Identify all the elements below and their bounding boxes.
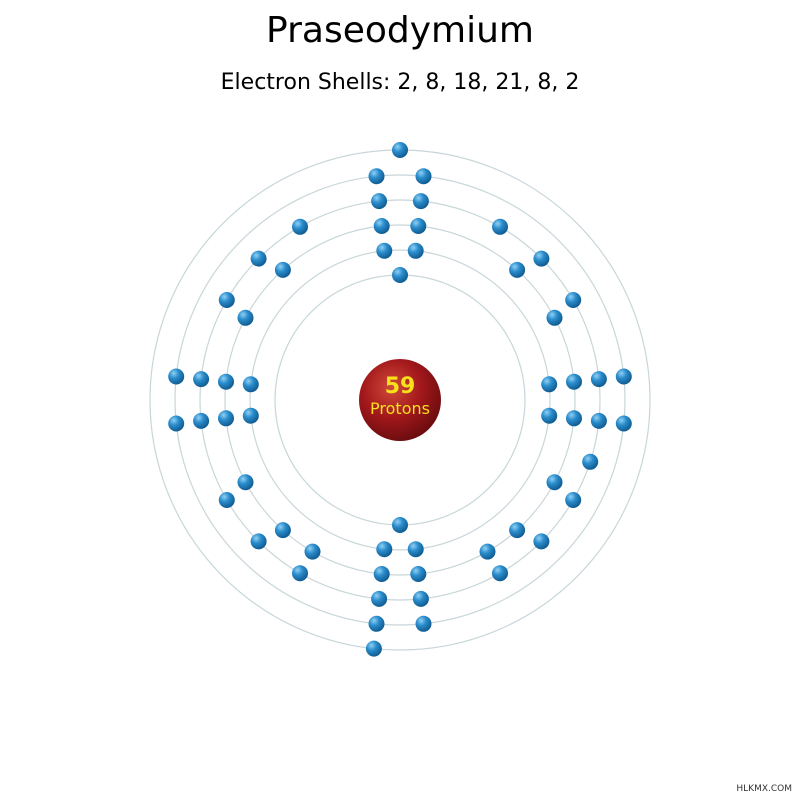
electron-shell-4-1 [412, 193, 429, 210]
electron-shell-4-10 [250, 250, 267, 267]
electron-shell-4-11 [533, 533, 550, 550]
electron-shell-1-1 [392, 267, 408, 283]
electron-shell-3-12 [274, 522, 291, 539]
electron-shell-2-6 [541, 376, 558, 393]
electron-shell-6-1 [392, 142, 408, 158]
shell-ring-2 [249, 249, 551, 551]
electron-shell-4-12 [250, 533, 267, 550]
electron-shell-6-2 [365, 640, 382, 657]
electron-shell-5-7 [168, 415, 185, 432]
electron-shell-3-10 [274, 261, 291, 278]
electron-shell-4-8 [193, 371, 210, 388]
proton-count: 59 [385, 374, 416, 399]
electron-shell-3-9 [509, 261, 526, 278]
electron-shell-5-2 [368, 168, 385, 185]
electron-shell-4-7 [193, 412, 210, 429]
electron-shell-2-7 [242, 407, 259, 424]
shell-ring-3 [224, 224, 576, 576]
electron-shell-3-1 [410, 218, 427, 234]
electron-shell-3-15 [546, 309, 563, 326]
electron-shell-3-18 [304, 543, 321, 560]
shell-ring-5 [174, 174, 626, 626]
electron-shell-5-5 [615, 415, 632, 432]
electron-shell-4-21 [582, 453, 599, 470]
electron-shells-subtitle: Electron Shells: 2, 8, 18, 21, 8, 2 [220, 70, 580, 95]
electron-shell-3-4 [373, 566, 390, 582]
electron-shell-4-20 [292, 565, 308, 582]
electron-shell-4-18 [292, 218, 308, 235]
electron-shell-2-4 [376, 541, 393, 558]
electron-shell-4-19 [492, 565, 508, 582]
electron-shell-4-5 [590, 412, 607, 429]
electron-shell-2-5 [541, 407, 558, 424]
electron-shell-2-3 [407, 541, 424, 558]
electron-shell-5-3 [415, 615, 432, 632]
element-title: Praseodymium [266, 10, 534, 51]
electron-shell-3-8 [218, 373, 234, 390]
electron-shell-3-7 [218, 410, 234, 427]
electron-shell-3-17 [479, 543, 496, 560]
electron-shell-4-4 [371, 590, 388, 607]
electron-shell-4-9 [533, 250, 550, 267]
nucleus: 59 Protons [359, 359, 441, 441]
shell-ring-4 [199, 199, 601, 601]
proton-label: Protons [370, 399, 430, 418]
electron-shell-4-13 [565, 492, 582, 508]
electron-shell-4-16 [218, 292, 235, 308]
electron-shell-3-16 [237, 309, 254, 326]
electron-shell-1-2 [392, 517, 408, 533]
electron-shell-5-6 [615, 368, 632, 385]
electron-shell-5-4 [368, 615, 385, 632]
electron-shell-4-14 [218, 492, 235, 508]
nucleus-circle [359, 359, 441, 441]
electron-shell-2-2 [376, 242, 393, 259]
electron-shell-3-2 [373, 218, 390, 234]
electron-shell-4-6 [590, 371, 607, 388]
electron-shell-5-1 [415, 168, 432, 185]
electron-shell-3-5 [566, 410, 582, 427]
electron-shell-5-8 [168, 368, 185, 385]
electron-shell-2-1 [407, 242, 424, 259]
electron-shell-2-8 [242, 376, 259, 393]
electron-shell-4-3 [412, 590, 429, 607]
electron-shell-4-17 [492, 218, 508, 235]
electron-shell-3-6 [566, 373, 582, 390]
electron-shell-3-13 [546, 474, 563, 491]
electrons [168, 142, 632, 657]
electron-shell-3-3 [410, 566, 427, 582]
electron-shell-4-15 [565, 292, 582, 308]
electron-shell-3-11 [509, 522, 526, 539]
electron-shell-4-2 [371, 193, 388, 210]
watermark: HLKMX.COM [736, 784, 792, 794]
electron-shell-3-14 [237, 474, 254, 491]
